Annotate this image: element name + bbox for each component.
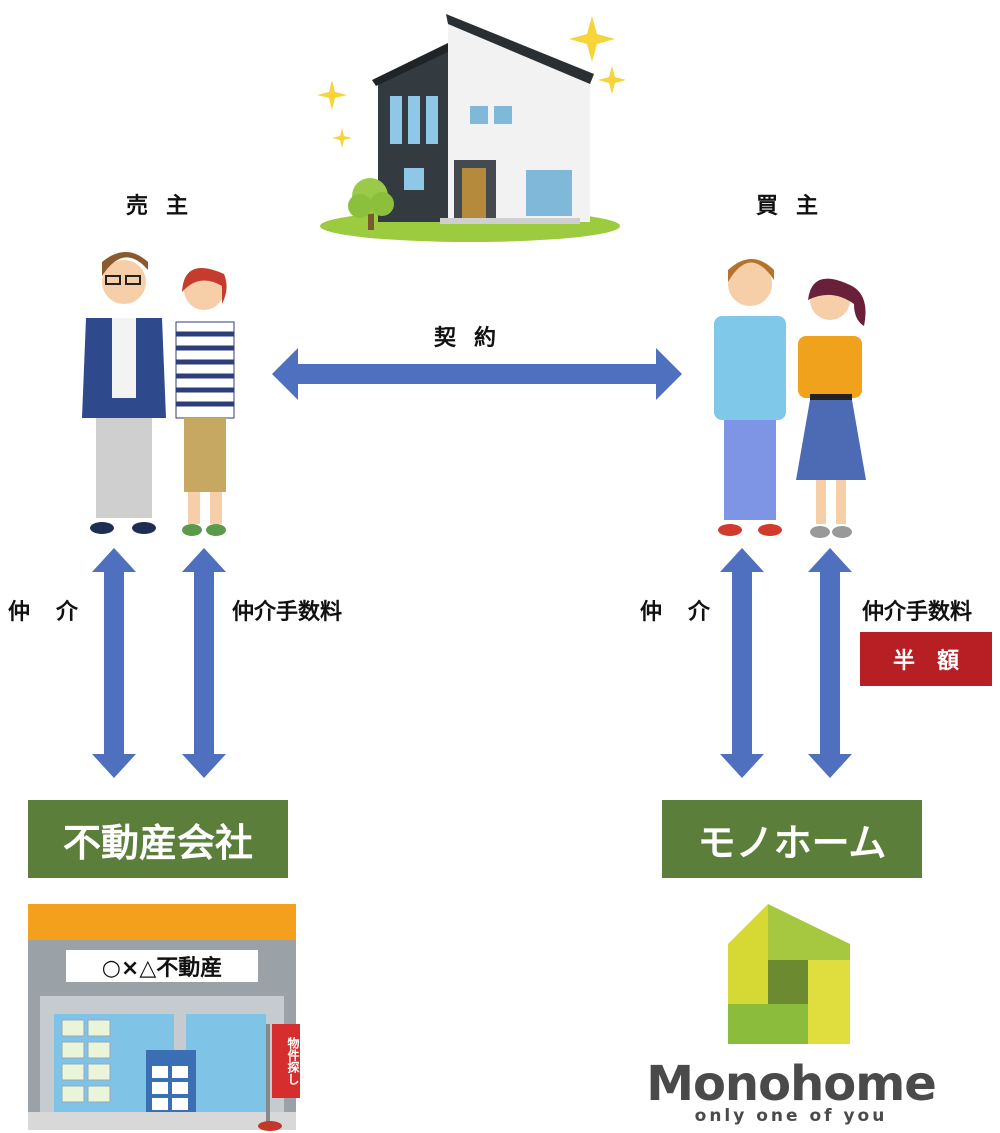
arrows: [92, 348, 852, 778]
buyer-man-illustration: [714, 259, 786, 536]
brand-tagline: only one of you: [694, 1106, 888, 1126]
contract-label: 契約: [434, 326, 515, 351]
right-mediation-label: 仲介: [640, 600, 737, 625]
left-company-box: 不動産会社: [28, 800, 288, 878]
seller-label: 売主: [126, 194, 207, 219]
right-fee-label: 仲介手数料: [862, 600, 973, 625]
store-sign: ○×△不動産: [101, 956, 223, 981]
monohome-logo: [728, 904, 850, 1044]
seller-woman-illustration: [175, 268, 235, 536]
store-banner: 物件探し: [286, 1037, 300, 1085]
left-fee-arrow: [182, 548, 226, 778]
left-mediation-label: 仲介: [8, 600, 105, 625]
brand-name: Monohome: [646, 1056, 937, 1112]
right-company-box: モノホーム: [662, 800, 922, 878]
buyer-label: 買主: [756, 194, 837, 219]
left-mediation-arrow: [92, 548, 136, 778]
contract-arrow: [272, 348, 682, 400]
half-price-badge: 半額: [860, 632, 992, 686]
buyer-woman-illustration: [796, 278, 866, 538]
right-mediation-arrow: [720, 548, 764, 778]
storefront-illustration: [28, 904, 300, 1131]
right-fee-arrow: [808, 548, 852, 778]
seller-man-illustration: [82, 252, 166, 534]
house-illustration: [317, 14, 626, 242]
left-fee-label: 仲介手数料: [232, 600, 343, 625]
